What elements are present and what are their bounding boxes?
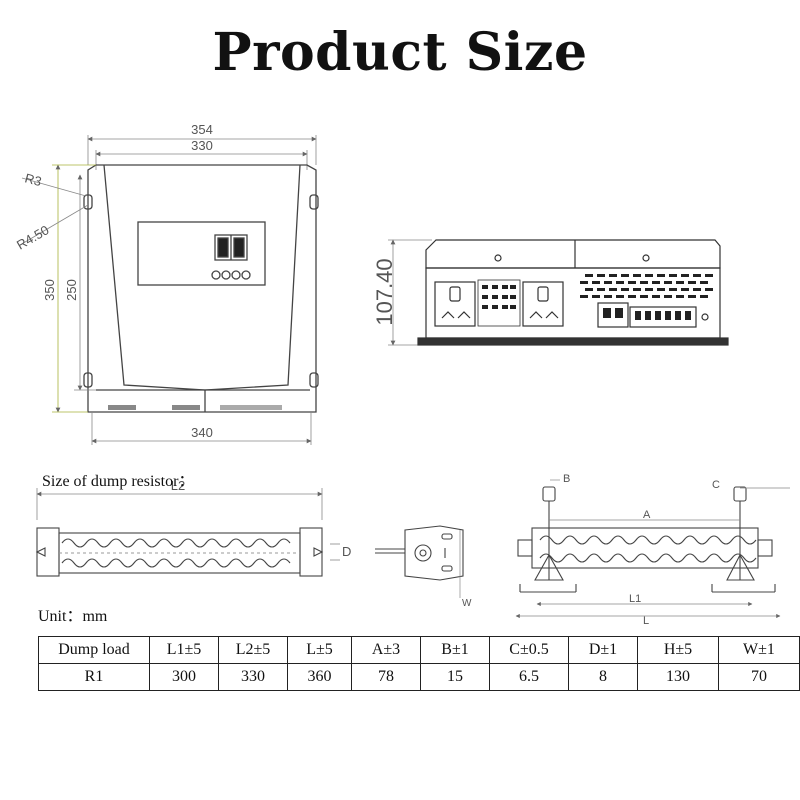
- socket-right: [522, 281, 564, 327]
- dim-label-l1: L1: [629, 593, 641, 605]
- housing-inner: [103, 164, 301, 391]
- dim-107: [388, 239, 432, 346]
- table-header-row: Dump load L1±5 L2±5 L±5 A±3 B±1 C±0.5 D±…: [38, 636, 800, 664]
- dump-resistor-top-view: [35, 488, 340, 577]
- table-cell: 70: [718, 663, 800, 691]
- table-cell: 330: [218, 663, 288, 691]
- table-header: W±1: [718, 636, 800, 664]
- table-cell: 6.5: [489, 663, 569, 691]
- dim-label-354: 354: [191, 122, 213, 137]
- dim-label-a: A: [643, 509, 651, 521]
- table-cell: 360: [287, 663, 352, 691]
- dim-label-l: L: [643, 615, 649, 627]
- spec-table: Dump load L1±5 L2±5 L±5 A±3 B±1 C±0.5 D±…: [38, 636, 800, 691]
- table-cell: 300: [149, 663, 219, 691]
- dump-resistor-caption: Size of dump resistor：: [42, 473, 195, 490]
- table-header: L1±5: [149, 636, 219, 664]
- dim-label-250: 250: [64, 279, 79, 301]
- case-top: [425, 239, 721, 269]
- case-base: [417, 337, 729, 346]
- front-view: [19, 135, 319, 445]
- dim-label-107: 107.40: [372, 258, 397, 325]
- dim-label-w: W: [462, 598, 472, 609]
- table-header: L2±5: [218, 636, 288, 664]
- dim-label-b: B: [563, 473, 570, 485]
- dim-label-340: 340: [191, 425, 213, 440]
- table-cell: R1: [38, 663, 150, 691]
- table-header: L±5: [287, 636, 352, 664]
- dump-resistor-side-view: [515, 479, 790, 619]
- coil-wave: [61, 538, 291, 568]
- display-panel: [137, 221, 266, 286]
- dim-label-r450: R4.50: [14, 222, 52, 252]
- dim-label-r3: R3: [23, 170, 43, 189]
- table-header: Dump load: [38, 636, 150, 664]
- dump-resistor-end-view: [375, 525, 464, 598]
- dim-354: [87, 135, 317, 170]
- table-cell: 8: [568, 663, 638, 691]
- table-header: B±1: [420, 636, 490, 664]
- side-view: [388, 239, 729, 346]
- dim-label-d: D: [342, 544, 351, 559]
- table-header: C±0.5: [489, 636, 569, 664]
- table-header: A±3: [351, 636, 421, 664]
- table-cell: 15: [420, 663, 490, 691]
- dim-340: [91, 412, 312, 445]
- dim-label-330: 330: [191, 138, 213, 153]
- socket-left: [434, 281, 476, 327]
- table-header: D±1: [568, 636, 638, 664]
- housing-outline: [87, 164, 317, 413]
- dim-label-350: 350: [42, 279, 57, 301]
- table-row: R1 300 330 360 78 15 6.5 8 130 70: [38, 663, 800, 691]
- vent-grid: [580, 274, 713, 298]
- dim-height: [52, 164, 96, 413]
- table-cell: 78: [351, 663, 421, 691]
- table-header: H±5: [637, 636, 719, 664]
- table-cell: 130: [637, 663, 719, 691]
- dim-label-l2: L2: [171, 478, 185, 493]
- dim-label-c: C: [712, 479, 720, 491]
- unit-label: Unit：mm: [38, 608, 108, 625]
- page-title: Product Size: [212, 22, 588, 83]
